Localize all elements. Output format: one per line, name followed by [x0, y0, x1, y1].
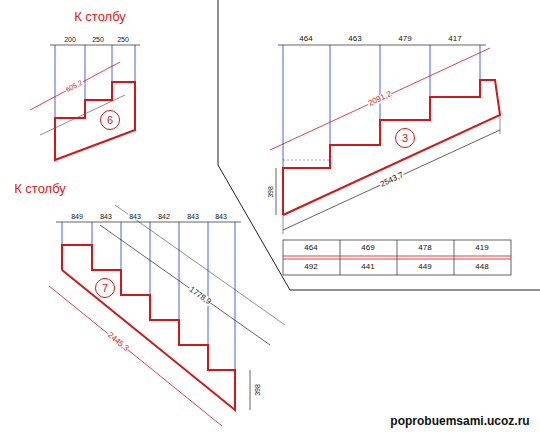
- dimension: 398: [254, 383, 261, 397]
- dimension: 1778,9: [187, 285, 213, 307]
- dimension: 464: [298, 35, 313, 43]
- note: К столбу: [73, 10, 127, 23]
- dimension: 849: [70, 213, 84, 220]
- table-cell: 492: [303, 263, 318, 271]
- callout-circle: 6: [100, 110, 120, 130]
- dimension: 250: [116, 36, 130, 43]
- table-cell: 464: [303, 244, 318, 252]
- dimension: 843: [186, 213, 200, 220]
- table-cell: 441: [360, 263, 375, 271]
- dimension: 843: [128, 213, 142, 220]
- note: К столбу: [13, 182, 67, 195]
- table-cell: 449: [417, 263, 432, 271]
- dimension: 200: [63, 36, 77, 43]
- table-cell: 448: [474, 263, 489, 271]
- dimension: 2543,7: [378, 171, 405, 189]
- callout-circle: 3: [395, 128, 415, 148]
- callout-number: 7: [102, 283, 108, 294]
- dimension: 843: [214, 213, 228, 220]
- dimension: 2445,3: [105, 331, 131, 354]
- watermark: poprobuemsami.ucoz.ru: [389, 415, 530, 427]
- table-cell: 469: [360, 244, 375, 252]
- table-cell: 419: [474, 244, 489, 252]
- table-cell: 478: [417, 244, 432, 252]
- callout-number: 6: [107, 115, 113, 126]
- callout-circle: 7: [95, 278, 115, 298]
- dimension: 479: [397, 35, 412, 43]
- callout-number: 3: [402, 133, 408, 144]
- dimension: 398: [267, 185, 274, 199]
- dimension: 417: [447, 35, 462, 43]
- dimension: 842: [157, 213, 171, 220]
- dimension: 463: [347, 35, 362, 43]
- dimension: 250: [91, 36, 105, 43]
- dimension: 843: [99, 213, 113, 220]
- dimension: 605,2: [64, 78, 85, 93]
